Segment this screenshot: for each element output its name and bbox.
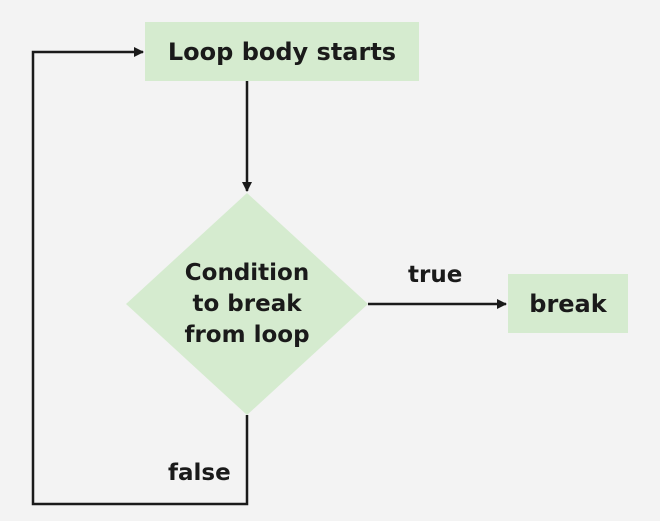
loop-body-starts-label: Loop body starts bbox=[167, 37, 397, 66]
arrow-false-loop-back bbox=[31, 47, 249, 506]
break-label: break bbox=[529, 289, 607, 318]
break-node: break bbox=[508, 274, 628, 333]
condition-label-line-1: Condition bbox=[184, 260, 310, 286]
condition-node-label: Condition to break from loop bbox=[136, 258, 358, 351]
true-edge-label: true bbox=[408, 262, 463, 288]
condition-label-line-3: from loop bbox=[184, 322, 310, 348]
condition-label-line-2: to break bbox=[192, 291, 302, 317]
false-edge-label: false bbox=[168, 460, 231, 486]
loop-body-starts-node: Loop body starts bbox=[145, 22, 419, 81]
condition-diamond bbox=[126, 193, 368, 415]
